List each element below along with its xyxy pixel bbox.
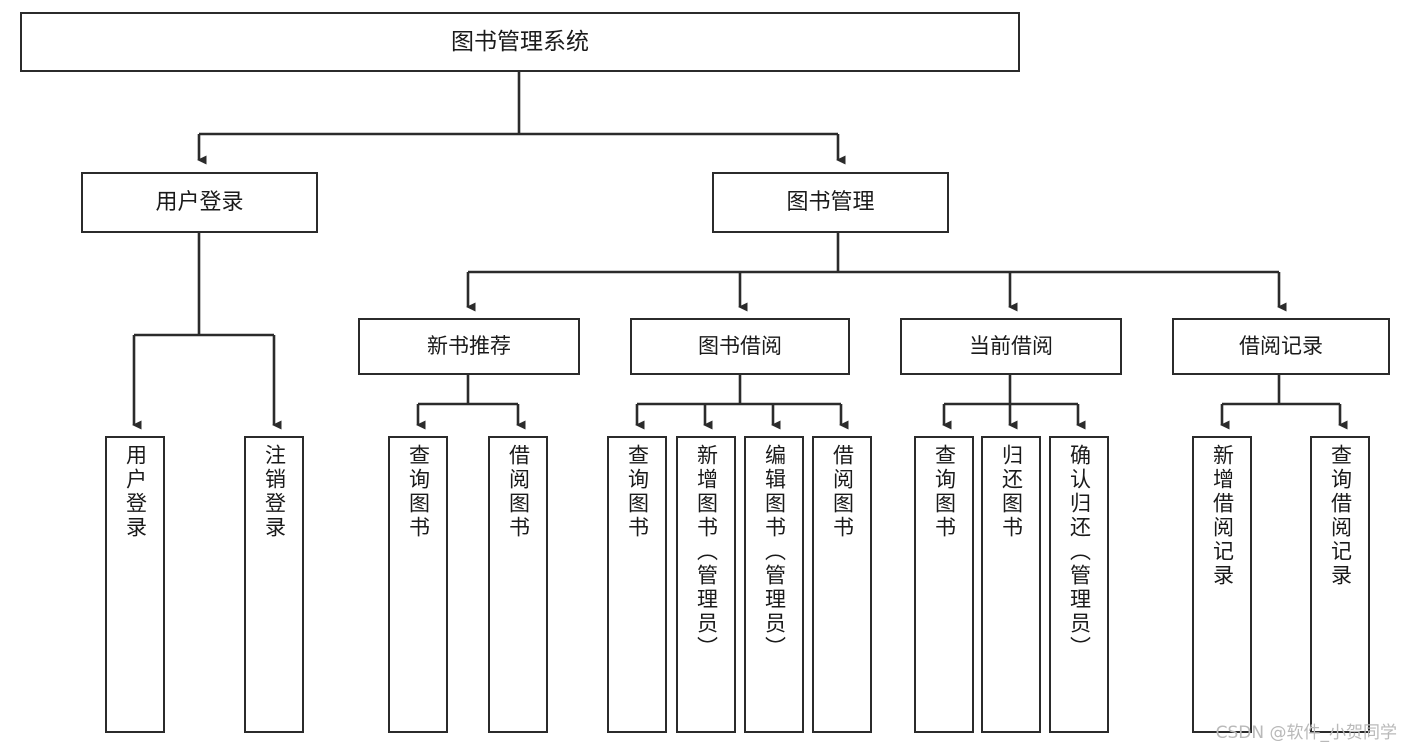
leaf-book-borrow-2[interactable]: 新增图书（管理员） [676,436,736,733]
node-label: 编辑图书（管理员） [762,444,787,660]
node-new-book-recommend[interactable]: 新书推荐 [358,318,580,375]
node-label: 用户登录 [123,444,148,540]
node-user-login[interactable]: 用户登录 [81,172,318,233]
leaf-current-borrow-1[interactable]: 查询图书 [914,436,974,733]
node-book-borrow[interactable]: 图书借阅 [630,318,850,375]
node-label: 当前借阅 [969,334,1053,359]
node-label: 查询图书 [406,444,431,540]
node-label: 图书借阅 [698,334,782,359]
node-label: 新书推荐 [427,334,511,359]
leaf-user-login-1[interactable]: 用户登录 [105,436,165,733]
node-label: 查询图书 [625,444,650,540]
node-label: 借阅图书 [506,444,531,540]
leaf-book-borrow-4[interactable]: 借阅图书 [812,436,872,733]
leaf-borrow-record-2[interactable]: 查询借阅记录 [1310,436,1370,733]
node-label: 确认归还（管理员） [1067,444,1092,660]
node-borrow-record[interactable]: 借阅记录 [1172,318,1390,375]
node-label: 图书管理 [786,189,875,215]
leaf-user-login-2[interactable]: 注销登录 [244,436,304,733]
leaf-borrow-record-1[interactable]: 新增借阅记录 [1192,436,1252,733]
node-label: 借阅图书 [830,444,855,540]
leaf-new-book-1[interactable]: 查询图书 [388,436,448,733]
leaf-current-borrow-2[interactable]: 归还图书 [981,436,1041,733]
node-label: 归还图书 [999,444,1024,540]
leaf-new-book-2[interactable]: 借阅图书 [488,436,548,733]
node-label: 注销登录 [262,444,287,540]
node-label: 查询图书 [932,444,957,540]
node-label: 新增图书（管理员） [694,444,719,660]
node-label: 新增借阅记录 [1210,444,1235,588]
node-root-system[interactable]: 图书管理系统 [20,12,1020,72]
node-label: 用户登录 [155,189,244,215]
node-current-borrow[interactable]: 当前借阅 [900,318,1122,375]
node-label: 借阅记录 [1239,334,1323,359]
leaf-current-borrow-3[interactable]: 确认归还（管理员） [1049,436,1109,733]
leaf-book-borrow-1[interactable]: 查询图书 [607,436,667,733]
node-label: 图书管理系统 [451,28,589,55]
node-book-management[interactable]: 图书管理 [712,172,949,233]
leaf-book-borrow-3[interactable]: 编辑图书（管理员） [744,436,804,733]
node-label: 查询借阅记录 [1328,444,1353,588]
